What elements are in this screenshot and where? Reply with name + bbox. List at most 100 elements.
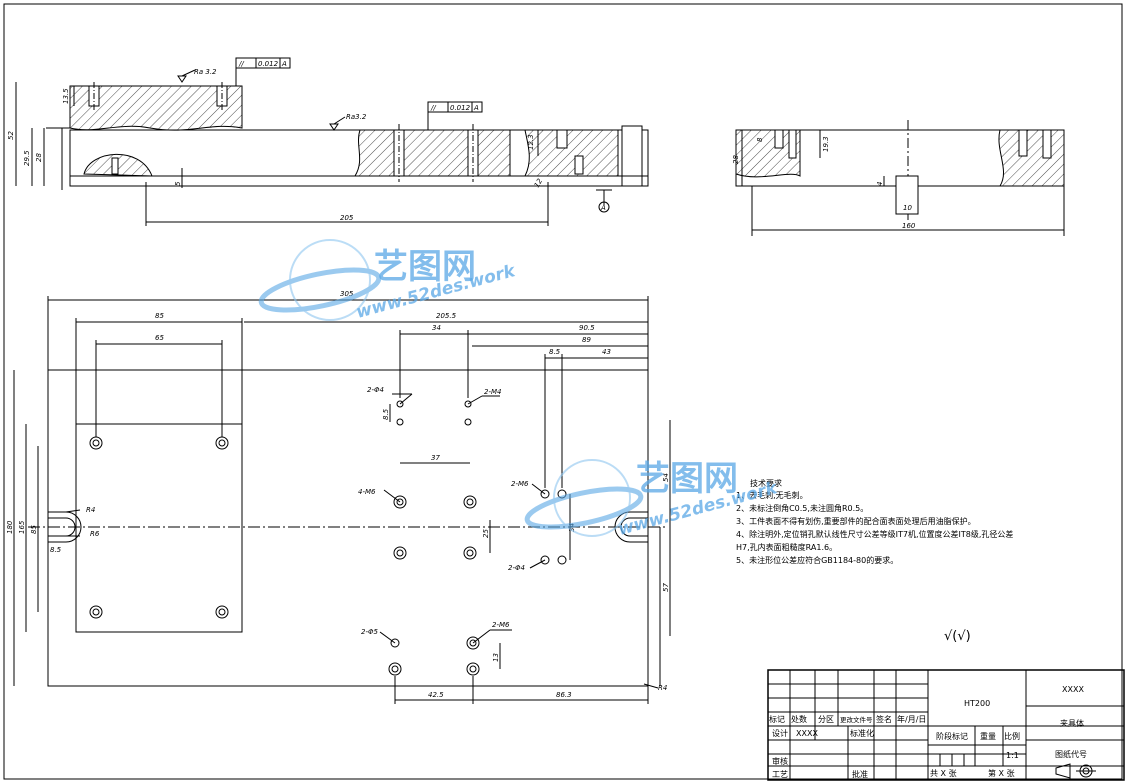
svg-text:设计: 设计 [772,728,788,738]
svg-text:57: 57 [662,583,670,592]
watermark-1: 艺图网 www.52des.work [258,239,519,323]
svg-text:标记: 标记 [769,714,785,724]
svg-text:89: 89 [582,336,591,344]
top-annotations: 305 85 65 205.5 34 90.5 89 8.5 43 8.5 37… [6,290,670,699]
top-view [13,296,671,704]
svg-text:13: 13 [492,653,500,662]
datum-a-marker [598,201,610,213]
material: HT200 [964,699,990,708]
svg-text:37: 37 [431,454,440,462]
svg-text:审核: 审核 [772,756,788,766]
svg-text:12.3: 12.3 [527,134,535,150]
part-name: 夹具体 [1060,718,1084,728]
title-block [767,669,1125,781]
svg-text:205.5: 205.5 [436,312,457,320]
svg-text:共 X 张: 共 X 张 [930,769,957,778]
svg-text:2-M4: 2-M4 [484,388,501,396]
svg-text:180: 180 [6,520,14,534]
svg-text://: // [430,104,436,112]
tech-req-title: 技术要求 [750,478,782,488]
svg-text:65: 65 [155,334,164,342]
svg-text:XXXX: XXXX [796,729,818,738]
svg-text:A: A [281,60,287,68]
svg-text:86.3: 86.3 [556,691,572,699]
svg-text:重量: 重量 [980,731,996,741]
svg-text:160: 160 [902,222,916,230]
svg-text:29.5: 29.5 [23,150,31,166]
svg-text:4: 4 [876,182,884,186]
svg-text:8.5: 8.5 [549,348,561,356]
svg-text:28: 28 [35,153,43,162]
sheet-border [3,3,1123,780]
svg-text:4-M6: 4-M6 [358,488,376,496]
svg-text:19.3: 19.3 [822,136,830,152]
tech-req-item: 3、工件表面不得有划伤,重要部件的配合面表面处理后用油脂保护。 [736,516,976,526]
svg-text:R6: R6 [90,530,100,538]
svg-text:艺图网: 艺图网 [374,247,476,287]
title-block-text: HT200 XXXX 夹具体 图纸代号 比例 1:1 重量 阶段标记 标记 处数… [769,685,1096,779]
svg-text:R4: R4 [658,684,667,692]
svg-text:分区: 分区 [818,715,834,724]
tech-req-item: H7,孔内表面粗糙度RA1.6。 [736,542,837,552]
projection-symbol-icon [1055,763,1096,779]
surface-finish-symbol: √(√) [944,629,971,644]
side-annotations: 28 19.3 8 10 4 160 [732,136,916,230]
svg-text:13.5: 13.5 [62,88,70,104]
svg-text:2-Φ4: 2-Φ4 [367,386,384,394]
drawing-number-label: 图纸代号 [1055,749,1087,759]
tech-req-item: 2、未标注倒角C0.5,未注圆角R0.5。 [736,503,868,513]
svg-text:25: 25 [482,529,490,538]
svg-text:205: 205 [340,214,354,222]
svg-text:8: 8 [756,137,764,142]
tolerance-frame-2 [427,101,483,113]
svg-text:34: 34 [432,324,441,332]
svg-text:2-M6: 2-M6 [511,480,529,488]
svg-text:54: 54 [662,473,670,482]
svg-text:90.5: 90.5 [579,324,595,332]
svg-text:85: 85 [30,525,38,534]
roughness-label-2: Ra3.2 [346,113,367,121]
roughness-label-1: Ra 3.2 [194,68,217,76]
svg-text:8.5: 8.5 [50,546,62,554]
svg-text:比例: 比例 [1004,731,1020,741]
holes-middle [388,400,567,676]
watermark-2: 艺图网 www.52des.work [524,459,781,540]
tolerance-frame-1 [235,57,291,69]
svg-text:305: 305 [340,290,354,298]
technical-requirements: 技术要求 1、去毛刺,无毛刺。 2、未标注倒角C0.5,未注圆角R0.5。 3、… [736,478,1013,644]
svg-text:2-Φ5: 2-Φ5 [361,628,378,636]
svg-text:A: A [600,204,606,212]
front-view [15,82,649,226]
svg-text:28: 28 [732,155,740,164]
drawing-code: XXXX [1062,685,1084,694]
svg-text:年/月/日: 年/月/日 [897,714,926,724]
svg-text://: // [238,60,244,68]
svg-text:0.012: 0.012 [450,104,471,112]
svg-text:批准: 批准 [852,769,868,779]
svg-text:165: 165 [18,520,26,534]
svg-text:43: 43 [602,348,611,356]
svg-text:85: 85 [155,312,164,320]
tech-req-item: 5、未注形位公差应符合GB1184-80的要求。 [736,555,898,565]
svg-text:10: 10 [903,204,912,212]
svg-text:艺图网: 艺图网 [636,459,738,499]
svg-text:1:1: 1:1 [1006,751,1019,760]
svg-text:R4: R4 [86,506,95,514]
svg-text:阶段标记: 阶段标记 [936,731,968,741]
svg-text:更改文件号: 更改文件号 [840,715,873,724]
svg-text:0.012: 0.012 [258,60,279,68]
svg-text:工艺: 工艺 [772,770,788,779]
svg-text:5: 5 [174,181,182,186]
svg-text:12: 12 [533,177,545,189]
svg-text:8.5: 8.5 [382,408,390,420]
svg-text:签名: 签名 [876,714,892,724]
front-annotations: Ra 3.2 Ra3.2 // 0.012 A // 0.012 A A 52 … [7,57,610,222]
svg-text:A: A [473,104,479,112]
svg-text:2-Φ4: 2-Φ4 [508,564,525,572]
svg-text:标准化: 标准化 [850,728,874,738]
svg-text:52: 52 [7,131,15,140]
side-view [735,120,1065,236]
globe-logo-icon [258,239,382,321]
svg-text:第 X 张: 第 X 张 [988,768,1015,778]
globe-logo-icon [524,459,644,537]
